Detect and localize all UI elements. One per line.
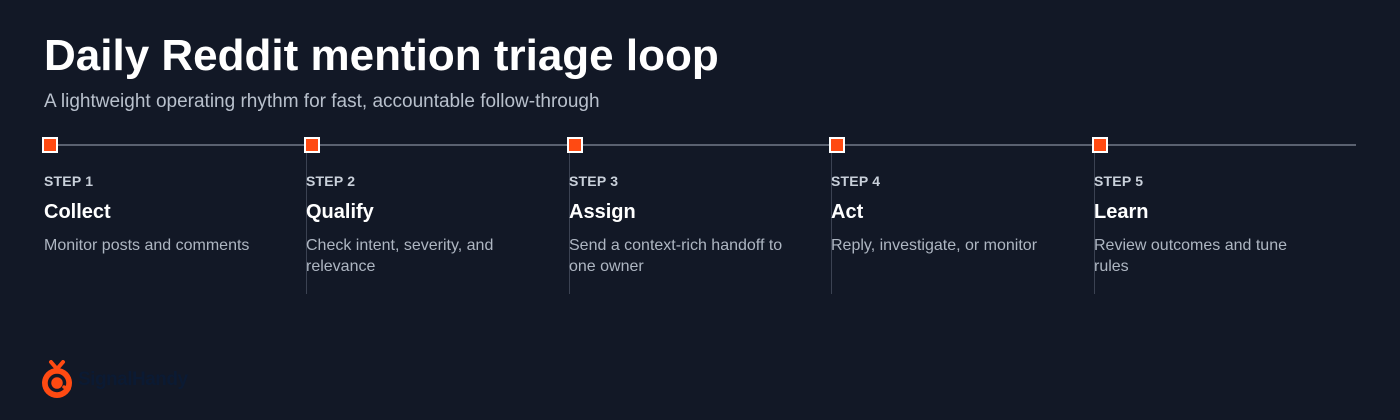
- step-learn: STEP 5 Learn Review outcomes and tune ru…: [1092, 137, 1356, 294]
- page-subtitle: A lightweight operating rhythm for fast,…: [44, 91, 600, 112]
- step-number: STEP 3: [569, 173, 619, 189]
- step-name: Assign: [569, 201, 636, 223]
- page-title: Daily Reddit mention triage loop: [44, 31, 719, 80]
- step-description: Send a context-rich handoff to one owner: [569, 237, 783, 275]
- step-description: Monitor posts and comments: [44, 237, 250, 254]
- step-name: Collect: [44, 201, 111, 223]
- timeline-line: [44, 144, 1356, 146]
- step-collect: STEP 1 Collect Monitor posts and comment…: [42, 137, 306, 294]
- step-divider: [306, 153, 307, 294]
- step-name: Qualify: [306, 201, 374, 223]
- step-number: STEP 5: [1094, 173, 1144, 189]
- step-divider: [569, 153, 570, 294]
- step-description: Check intent, severity, and relevance: [306, 237, 494, 275]
- step-marker-icon: [567, 137, 583, 153]
- step-description: Reply, investigate, or monitor: [831, 237, 1038, 254]
- step-name: Act: [831, 201, 864, 223]
- step-number: STEP 1: [44, 173, 94, 189]
- step-number: STEP 4: [831, 173, 881, 189]
- step-assign: STEP 3 Assign Send a context-rich handof…: [567, 137, 831, 294]
- step-marker-icon: [42, 137, 58, 153]
- brand-name: SignalHandy: [78, 369, 188, 390]
- step-marker-icon: [304, 137, 320, 153]
- step-marker-icon: [1092, 137, 1108, 153]
- brand-logo: SignalHandy: [40, 360, 188, 400]
- step-divider: [831, 153, 832, 294]
- step-act: STEP 4 Act Reply, investigate, or monito…: [829, 137, 1093, 294]
- step-qualify: STEP 2 Qualify Check intent, severity, a…: [304, 137, 568, 294]
- signalhandy-logo-icon: [42, 360, 72, 398]
- step-marker-icon: [829, 137, 845, 153]
- step-divider: [1094, 153, 1095, 294]
- step-description: Review outcomes and tune rules: [1094, 237, 1287, 275]
- step-number: STEP 2: [306, 173, 356, 189]
- step-name: Learn: [1094, 201, 1149, 223]
